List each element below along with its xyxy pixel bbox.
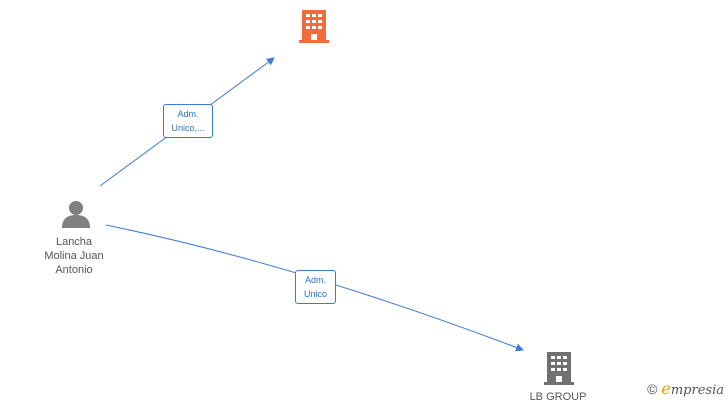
brand-name: mpresia bbox=[670, 383, 724, 398]
edge-role-label[interactable]: Adm. Unico bbox=[295, 270, 336, 304]
person-name-label[interactable]: Lancha Molina Juan Antonio bbox=[34, 235, 114, 277]
person-icon[interactable] bbox=[60, 199, 92, 234]
empresia-watermark: ©empresia bbox=[647, 379, 724, 398]
building-icon[interactable] bbox=[544, 350, 576, 391]
building-icon[interactable] bbox=[299, 8, 331, 49]
company-name-label[interactable]: LB GROUP bbox=[518, 390, 598, 404]
person-name-line: Lancha bbox=[55, 236, 93, 248]
copyright-symbol: © bbox=[647, 381, 658, 397]
edge-role-label[interactable]: Adm. Unico,... bbox=[163, 104, 213, 138]
person-name-line: Molina Juan bbox=[44, 250, 104, 262]
edge-role-line: Unico bbox=[303, 289, 327, 299]
edge-role-line: Adm. bbox=[177, 109, 199, 119]
edge-role-line: Adm. bbox=[304, 275, 326, 285]
company-name: LB GROUP bbox=[529, 391, 587, 403]
brand-initial: e bbox=[661, 379, 671, 398]
edge-role-line: Unico,... bbox=[171, 123, 205, 133]
person-name-line: Antonio bbox=[55, 264, 93, 276]
